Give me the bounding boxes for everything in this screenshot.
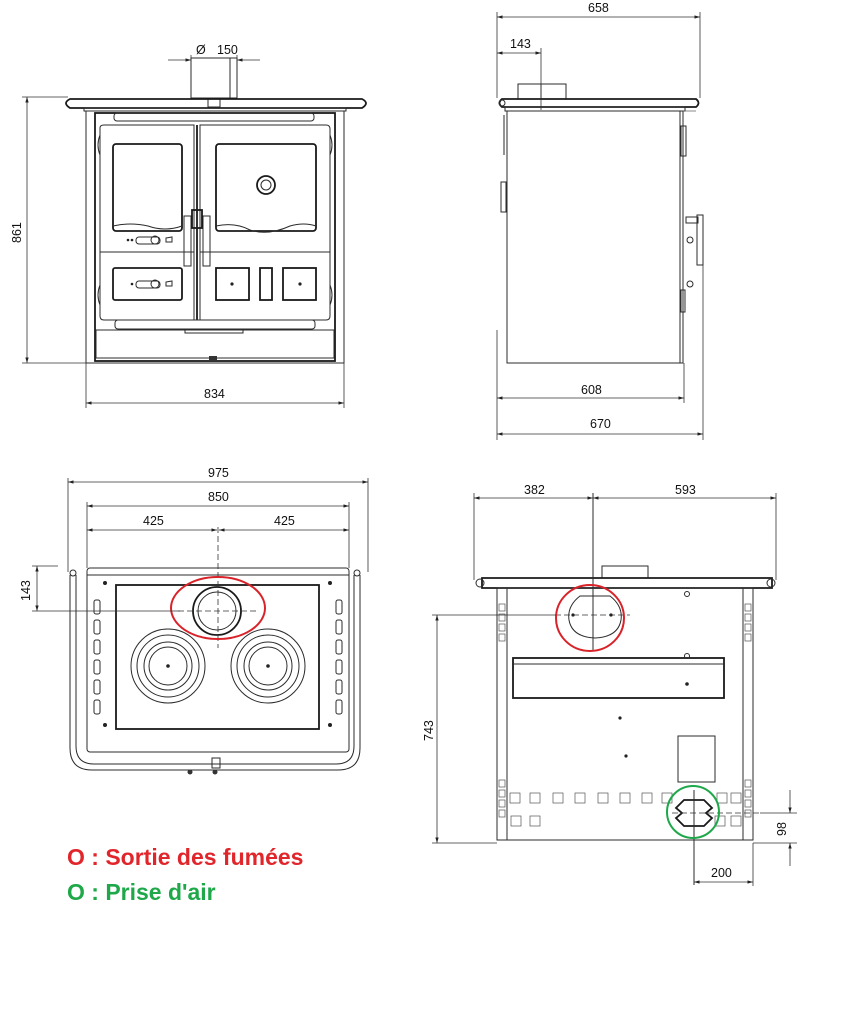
side-overall-depth-value: 658 <box>588 1 609 15</box>
flue-diameter-symbol: Ø <box>196 43 206 57</box>
front-view: Ø 150 861 834 <box>10 43 367 408</box>
rear-flue-height-value: 743 <box>422 720 436 741</box>
side-body-depth-value: 608 <box>581 383 602 397</box>
top-view: 975 850 425 425 143 <box>19 466 369 775</box>
side-flue-offset-value: 143 <box>510 37 531 51</box>
side-view: 658 143 608 670 <box>496 1 704 440</box>
front-width-value: 834 <box>204 387 225 401</box>
right-vents <box>335 599 343 715</box>
rear-flue-to-right-value: 593 <box>675 483 696 497</box>
air-intake-marker-rear <box>666 785 720 839</box>
rear-vent-row <box>509 792 742 827</box>
rear-flue-from-left-value: 382 <box>524 483 545 497</box>
top-half-right-value: 425 <box>274 514 295 528</box>
top-half-left-value: 425 <box>143 514 164 528</box>
front-height-value: 861 <box>10 222 24 243</box>
rear-view: 382 593 743 98 200 <box>422 483 797 886</box>
rear-air-inlet-height-value: 98 <box>775 822 789 836</box>
flue-diameter-value: 150 <box>217 43 238 57</box>
legend-air-intake: O : Prise d'air <box>67 879 216 905</box>
side-total-depth-value: 670 <box>590 417 611 431</box>
flue-outlet-marker-rear <box>555 584 625 652</box>
rear-side-slots <box>498 603 752 818</box>
top-overall-width-value: 975 <box>208 466 229 480</box>
left-vents <box>93 599 101 715</box>
rear-air-inlet-offset-value: 200 <box>711 866 732 880</box>
top-flue-offset-value: 143 <box>19 580 33 601</box>
top-body-width-value: 850 <box>208 490 229 504</box>
legend-flue-outlet: O : Sortie des fumées <box>67 844 304 870</box>
flue-outlet-marker-top <box>170 576 266 640</box>
